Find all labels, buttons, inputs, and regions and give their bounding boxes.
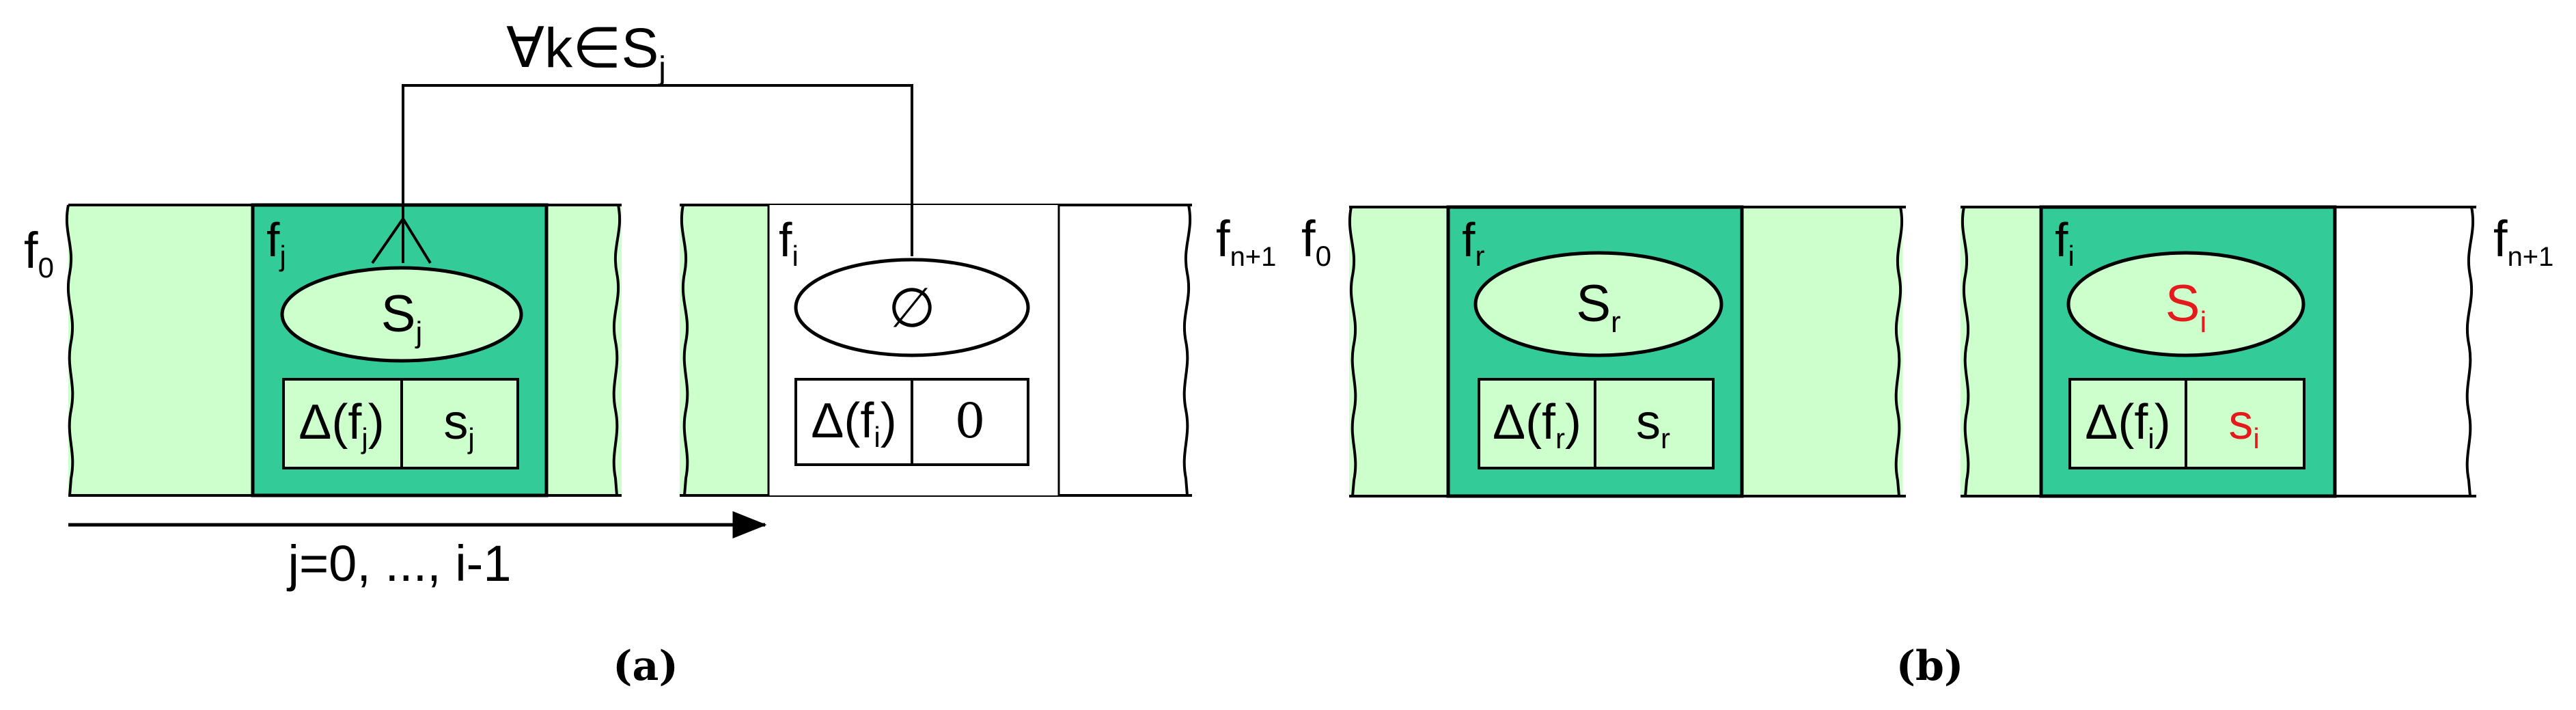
table-a-i-left: Δ(fi) xyxy=(811,394,896,453)
label-a-fi: fi xyxy=(779,213,799,272)
ellipse-a-sj-label: Sj xyxy=(381,285,422,349)
strip-b-right-white xyxy=(2336,207,2473,496)
strip-a-right-fill xyxy=(680,205,768,495)
strip-a-right-wavy-start xyxy=(680,204,689,496)
ellipse-b-sr xyxy=(1473,251,1723,357)
ellipse-a-empty xyxy=(794,258,1030,357)
strip-b-left-wavy-end xyxy=(1894,206,1904,497)
table-b-i-left: Δ(fi) xyxy=(2085,395,2170,454)
ellipse-b-si-label: Si xyxy=(2165,275,2206,339)
table-b-r-left: Δ(fr) xyxy=(1493,395,1581,454)
caption-b: (b) xyxy=(1896,642,1964,690)
table-b-r-right: sr xyxy=(1636,395,1670,454)
caption-a: (a) xyxy=(613,642,678,690)
label-b-fr: fr xyxy=(1462,213,1484,272)
strip-b-right-wavy-start xyxy=(1961,206,1970,497)
label-b-fn1: fn+1 xyxy=(2493,210,2553,272)
quantifier-label: ∀k∈Sj xyxy=(506,17,666,87)
label-a-f0: f0 xyxy=(24,222,54,284)
ellipse-b-si xyxy=(2066,251,2305,357)
label-b-fi: fi xyxy=(2055,213,2075,272)
table-a-j-left: Δ(fj) xyxy=(299,395,384,454)
panel-b: f0 fn+1 fr Sr Δ(fr) sr fi Si xyxy=(1301,205,2553,690)
table-a-j xyxy=(282,378,519,469)
panel-a: ∀k∈Sj f0 fn+1 fj Sj Δ(fj) sj fi xyxy=(24,17,1276,690)
strip-a-left-wavy-end xyxy=(612,204,622,496)
strip-b-right-fill xyxy=(1961,207,2042,496)
table-b-i-right: si xyxy=(2228,395,2259,454)
ellipse-a-empty-label: ∅ xyxy=(888,277,936,338)
iteration-label: j=0, ..., i-1 xyxy=(287,535,512,592)
label-a-fj: fj xyxy=(266,213,286,272)
strip-a-left-fill-1 xyxy=(68,205,253,495)
strip-a-left-wavy-start xyxy=(65,204,74,496)
table-a-i xyxy=(794,378,1029,466)
strip-a-left-fill-2 xyxy=(546,205,622,495)
label-b-f0: f0 xyxy=(1301,210,1331,272)
strip-a-right-wavy-end xyxy=(1182,204,1192,496)
strip-b-right-wavy-end xyxy=(2465,206,2475,497)
table-b-i xyxy=(2068,378,2305,469)
strip-b-left-wavy-start xyxy=(1348,206,1357,497)
ellipse-b-sr-label: Sr xyxy=(1576,275,1620,339)
ellipse-a-sj xyxy=(280,266,523,363)
table-a-j-right: sj xyxy=(443,395,474,454)
crows-foot xyxy=(371,217,432,264)
connector-line xyxy=(402,84,913,256)
label-a-fn1: fn+1 xyxy=(1216,210,1276,272)
table-a-i-right: 0 xyxy=(955,393,986,449)
table-b-r xyxy=(1478,378,1715,469)
